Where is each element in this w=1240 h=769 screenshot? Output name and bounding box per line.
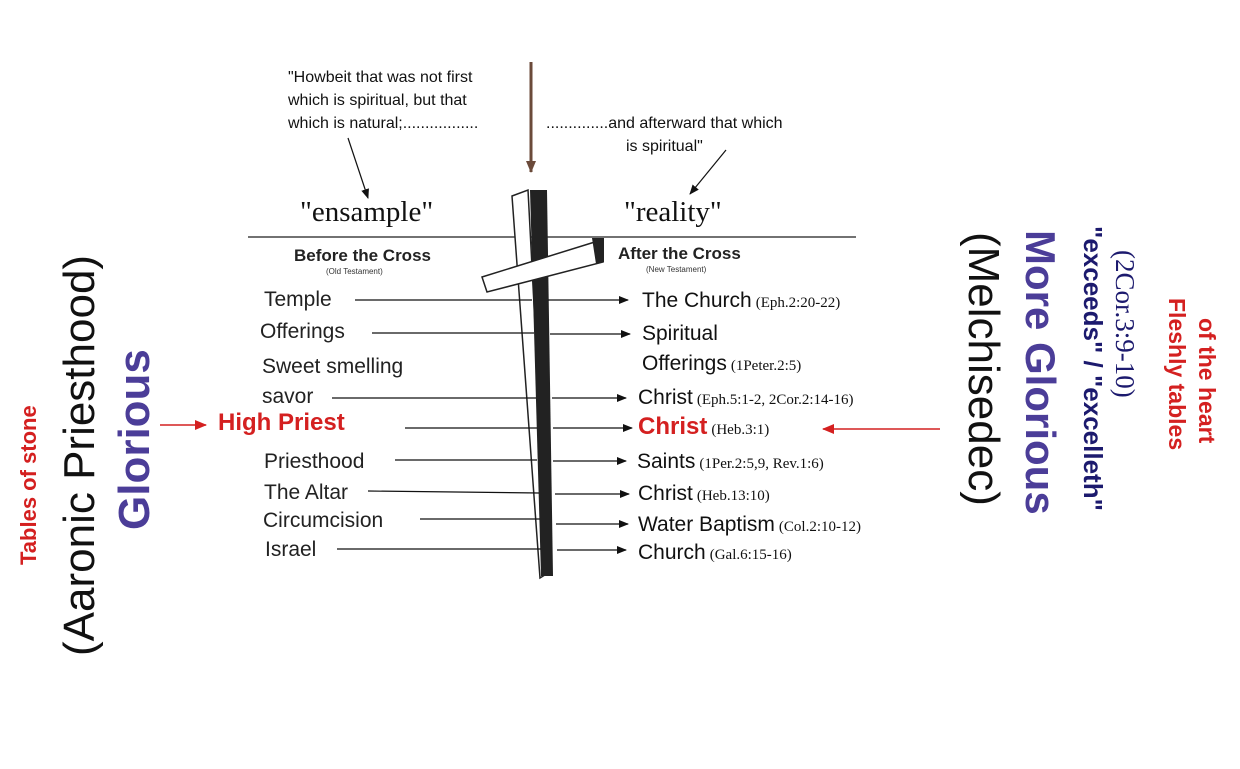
- cross-graphic: [481, 188, 604, 580]
- row-connectors: [332, 296, 633, 554]
- right-item-water-baptism: Water Baptism(Col.2:10-12): [638, 513, 861, 536]
- right-quote-pointer: [689, 149, 727, 195]
- reality-title: "reality": [624, 196, 722, 228]
- melchisedec-label: (Melchisedec): [959, 232, 1008, 506]
- right-item-saints: Saints(1Per.2:5,9, Rev.1:6): [637, 450, 824, 473]
- more-glorious-label: More Glorious: [1017, 230, 1064, 515]
- left-item-sweet-smelling: Sweet smelling: [262, 355, 404, 378]
- left-quote-pointer: [347, 137, 369, 199]
- glorious-label: Glorious: [110, 349, 159, 530]
- new-testament-label: (New Testament): [646, 265, 707, 274]
- of-the-heart-label: of the heart: [1194, 318, 1220, 444]
- before-cross-heading: Before the Cross: [294, 246, 431, 265]
- left-item-offerings: Offerings: [260, 320, 345, 343]
- after-cross-heading: After the Cross: [618, 244, 741, 263]
- right-item-offerings: Offerings(1Peter.2:5): [642, 352, 802, 375]
- scripture-ref: (Col.2:10-12): [778, 519, 861, 535]
- exceeds-excelleth-label: "exceeds" / "excelleth": [1078, 226, 1108, 511]
- right-item-spiritual: Spiritual: [642, 322, 718, 345]
- cor-reference-label: (2Cor.3:9-10): [1110, 250, 1140, 398]
- scripture-ref: (Eph.2:20-22): [755, 295, 841, 311]
- scripture-ref: (Eph.5:1-2, 2Cor.2:14-16): [696, 392, 854, 408]
- left-item-altar: The Altar: [264, 481, 349, 504]
- left-item-israel: Israel: [265, 538, 317, 561]
- right-item-christ-savor: Christ(Eph.5:1-2, 2Cor.2:14-16): [638, 386, 854, 409]
- left-item-priesthood: Priesthood: [264, 450, 365, 473]
- scripture-ref: (1Per.2:5,9, Rev.1:6): [699, 456, 824, 472]
- right-item-church-israel: Church(Gal.6:15-16): [638, 541, 792, 564]
- old-testament-label: (Old Testament): [326, 267, 383, 276]
- scripture-ref: (1Peter.2:5): [730, 358, 802, 374]
- scripture-ref: (Heb.3:1): [711, 422, 770, 438]
- left-item-high-priest: High Priest: [218, 409, 345, 436]
- right-quote: ..............and afterward that which i…: [546, 115, 783, 155]
- right-item-christ-priest: Christ(Heb.3:1): [638, 413, 770, 440]
- scripture-ref: (Heb.13:10): [696, 488, 770, 504]
- fleshly-tables-label: Fleshly tables: [1164, 298, 1190, 451]
- aaronic-priesthood-label: (Aaronic Priesthood): [55, 254, 104, 656]
- right-item-christ-altar: Christ(Heb.13:10): [638, 482, 770, 505]
- left-quote: "Howbeit that was not first which is spi…: [288, 69, 479, 132]
- left-item-savor: savor: [262, 385, 314, 408]
- left-item-circumcision: Circumcision: [263, 509, 384, 532]
- left-item-temple: Temple: [264, 288, 332, 311]
- tables-of-stone-label: Tables of stone: [16, 405, 41, 565]
- scripture-ref: (Gal.6:15-16): [709, 547, 792, 563]
- ensample-title: "ensample": [300, 196, 434, 228]
- right-item-church: The Church(Eph.2:20-22): [642, 289, 841, 312]
